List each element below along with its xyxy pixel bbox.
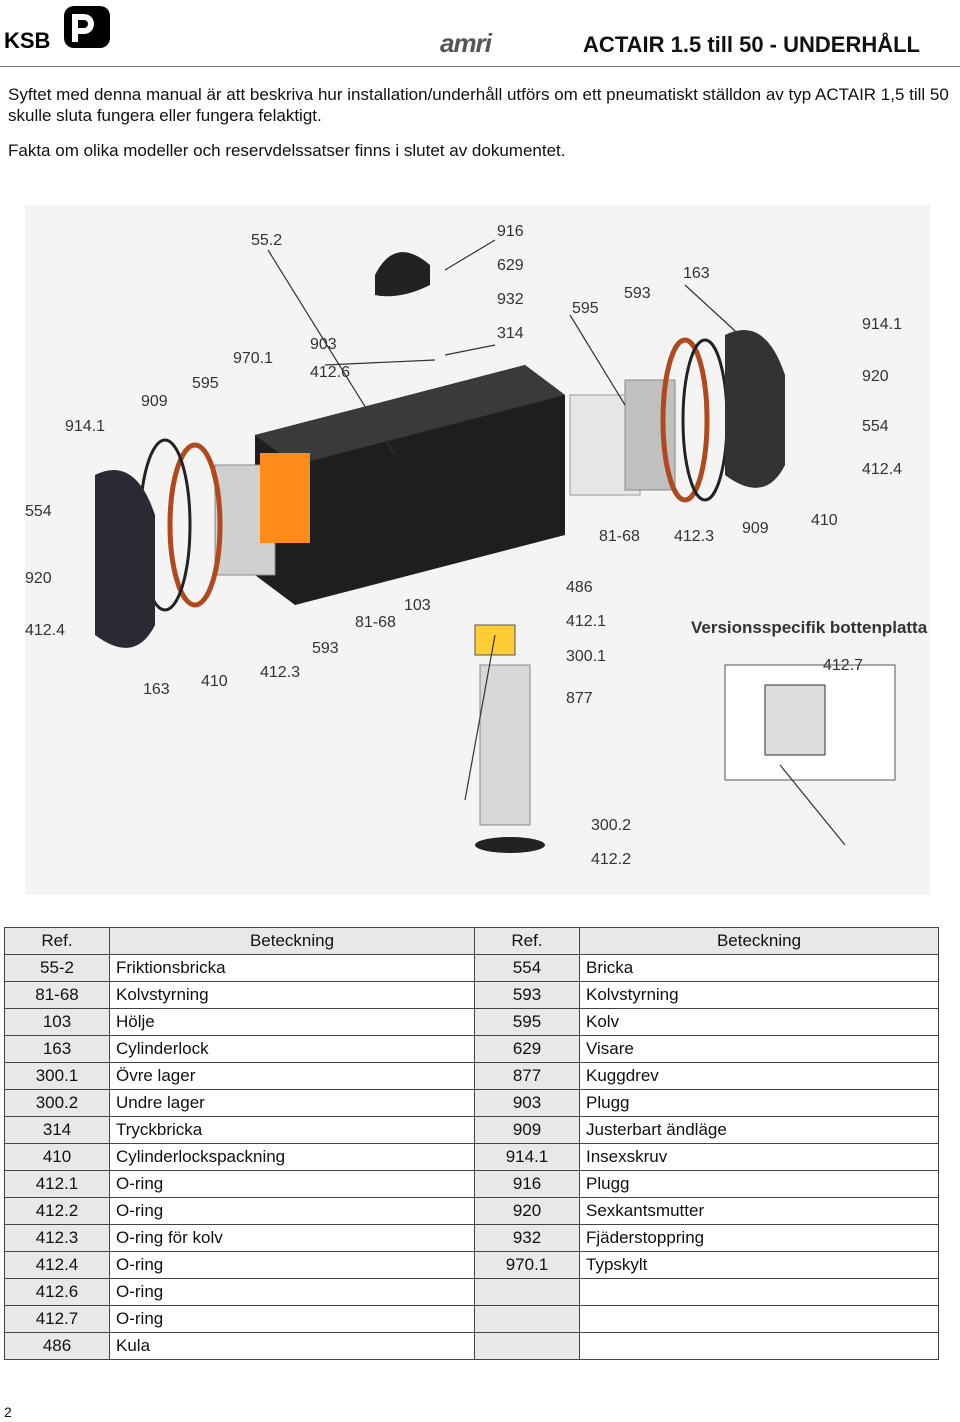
figure-label: 877 bbox=[566, 690, 593, 707]
figure-label: 410 bbox=[811, 512, 838, 529]
figure-label: 412.4 bbox=[862, 461, 902, 478]
figure-label: 412.6 bbox=[310, 364, 350, 381]
figure-label: 412.4 bbox=[25, 622, 65, 639]
figure-label: 554 bbox=[862, 418, 889, 435]
figure-label: 81-68 bbox=[355, 614, 396, 631]
amri-logo: amri bbox=[440, 28, 492, 58]
cylinder-cover-left bbox=[95, 470, 155, 648]
figure-label: 909 bbox=[742, 520, 769, 537]
intro-paragraph-facts: Fakta om olika modeller och reservdelssa… bbox=[8, 141, 566, 160]
piston-guide-left bbox=[260, 453, 310, 543]
column-header: Beteckning bbox=[109, 927, 475, 955]
exploded-view-drawing: 55.2 916 629 932 314 163 593 595 914.1 9… bbox=[25, 205, 930, 895]
o-ring-right bbox=[660, 337, 710, 503]
figure-label: 909 bbox=[141, 393, 168, 410]
column-header: Ref. bbox=[4, 927, 110, 955]
figure-label: 595 bbox=[572, 300, 599, 317]
figure-label: 629 bbox=[497, 257, 524, 274]
figure-label: 903 bbox=[310, 336, 337, 353]
cylinder-cover-right bbox=[725, 330, 785, 488]
ksb-logo: KSB bbox=[4, 6, 110, 52]
figure-label: 412.3 bbox=[260, 664, 300, 681]
figure-label: 914.1 bbox=[862, 316, 902, 333]
svg-text:KSB: KSB bbox=[4, 28, 50, 52]
exploded-view-figure: 55.2 916 629 932 314 163 593 595 914.1 9… bbox=[25, 205, 930, 895]
figure-label: 593 bbox=[312, 640, 339, 657]
page-number: 2 bbox=[4, 1404, 12, 1420]
version-specific-label: Versionsspecifik bottenplatta bbox=[691, 618, 928, 637]
figure-label: 932 bbox=[497, 291, 524, 308]
figure-label: 914.1 bbox=[65, 418, 105, 435]
figure-label: 300.1 bbox=[566, 648, 606, 665]
indicator-dome bbox=[375, 252, 430, 297]
figure-label: 412.1 bbox=[566, 613, 606, 630]
page-header: KSB amri ACTAIR 1.5 till 50 - UNDERHÅLL bbox=[0, 0, 960, 70]
o-ring-left bbox=[167, 442, 223, 608]
figure-label: 554 bbox=[25, 503, 52, 520]
document-title: ACTAIR 1.5 till 50 - UNDERHÅLL bbox=[583, 32, 920, 57]
figure-label: 595 bbox=[192, 375, 219, 392]
intro-text: Syftet med denna manual är att beskriva … bbox=[8, 84, 958, 175]
figure-label: 163 bbox=[683, 265, 710, 282]
figure-label: 412.3 bbox=[674, 528, 714, 545]
figure-label: 163 bbox=[143, 681, 170, 698]
figure-label: 410 bbox=[201, 673, 228, 690]
figure-label: 920 bbox=[862, 368, 889, 385]
table-header-row: Ref. Beteckning Ref. Beteckning bbox=[4, 927, 939, 955]
figure-label: 314 bbox=[497, 325, 524, 342]
header-divider bbox=[0, 66, 960, 67]
intro-paragraph-purpose: Syftet med denna manual är att beskriva … bbox=[8, 85, 949, 125]
figure-label: 920 bbox=[25, 570, 52, 587]
column-header: Ref. bbox=[474, 927, 580, 955]
figure-label: 970.1 bbox=[233, 350, 273, 367]
column-header: Beteckning bbox=[579, 927, 939, 955]
figure-label: 593 bbox=[624, 285, 651, 302]
figure-label: 81-68 bbox=[599, 528, 640, 545]
figure-label: 916 bbox=[497, 223, 524, 240]
figure-label: 55.2 bbox=[251, 232, 282, 249]
pinion-shaft bbox=[479, 664, 531, 826]
figure-label: 486 bbox=[566, 579, 593, 596]
figure-label: 412.2 bbox=[591, 851, 631, 868]
figure-label: 412.7 bbox=[823, 657, 863, 674]
figure-label: 300.2 bbox=[591, 817, 631, 834]
figure-label: 103 bbox=[404, 597, 431, 614]
